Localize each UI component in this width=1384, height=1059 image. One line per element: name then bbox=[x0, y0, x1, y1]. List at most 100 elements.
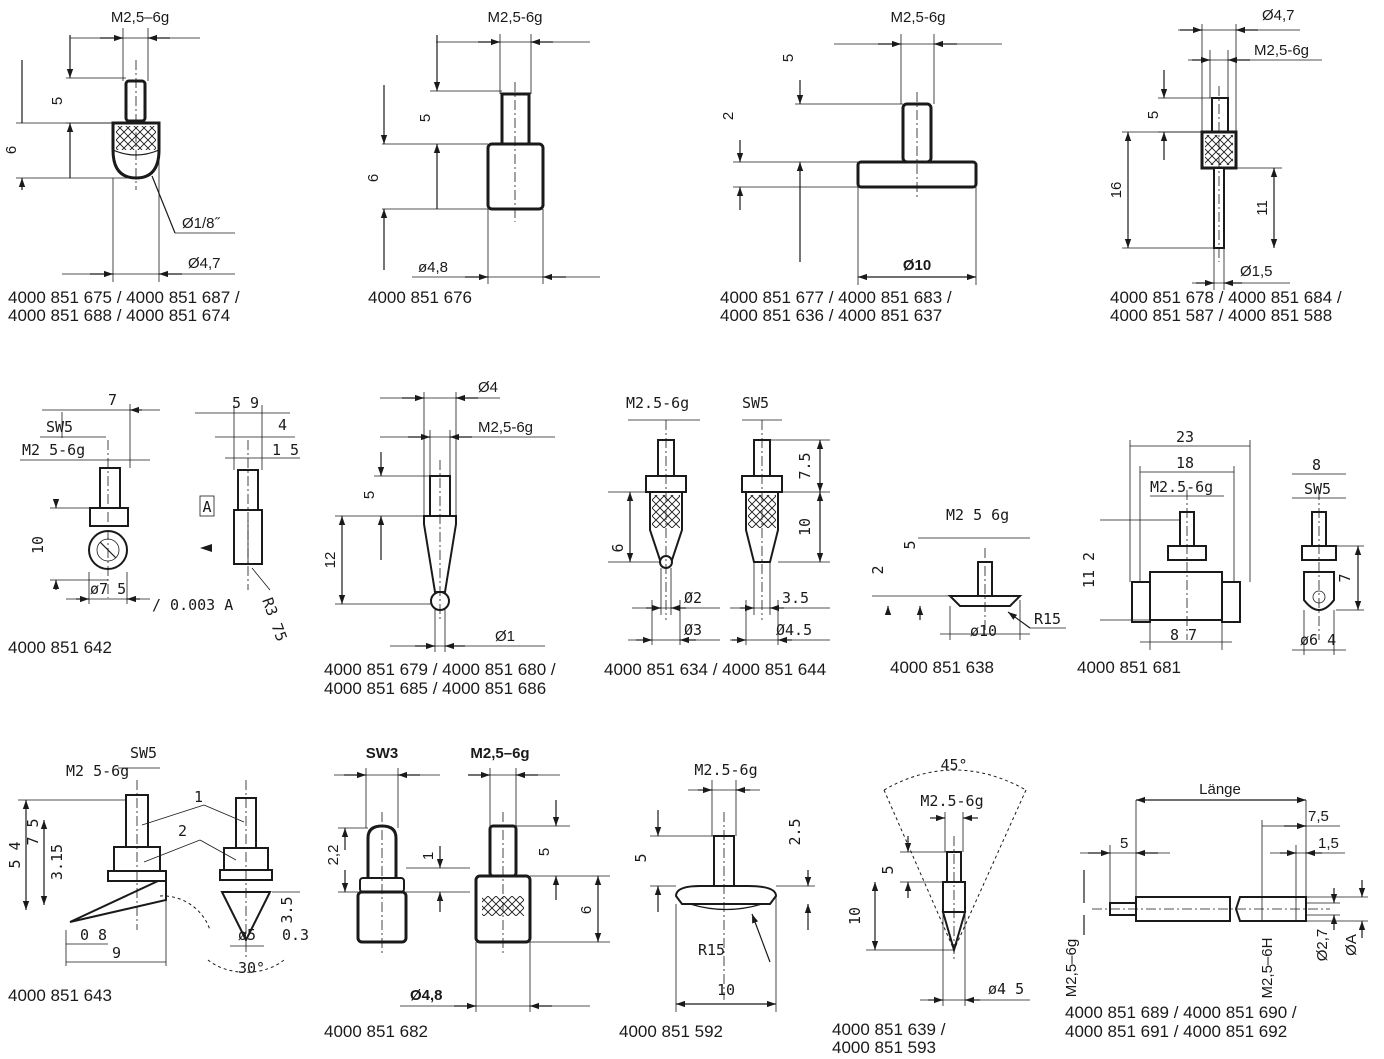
article-number-caption: 4000 851 675 / 4000 851 687 / bbox=[8, 288, 240, 307]
dim-label: M2 5-6g bbox=[22, 441, 85, 459]
dim-label: 2,2 bbox=[325, 845, 342, 866]
dim-label: A bbox=[202, 498, 211, 516]
article-number-caption: 4000 851 639 / bbox=[832, 1020, 946, 1039]
dim-label: 18 bbox=[1176, 454, 1194, 472]
dim-label: 11 2 bbox=[1080, 552, 1098, 588]
dim-label: 11 bbox=[1254, 200, 1271, 216]
dim-label: M2 5-6g bbox=[66, 762, 129, 780]
dim-label: 5 bbox=[361, 491, 378, 499]
dim-label: M2,5–6g bbox=[1063, 939, 1080, 997]
article-number-caption: 4000 851 636 / 4000 851 637 bbox=[720, 306, 942, 325]
dim-label: M2,5-6g bbox=[1254, 42, 1309, 59]
dim-label: Ø3 bbox=[684, 621, 702, 639]
probe-drawing-13: 45° M2.5-6g 5 10 ø4 5 4000 851 639 / 400… bbox=[832, 756, 1030, 1057]
dim-label: 4 bbox=[278, 416, 287, 434]
dim-label: SW5 bbox=[1304, 480, 1331, 498]
dim-label: 7 bbox=[108, 391, 117, 409]
dim-label: 3.5 bbox=[782, 589, 809, 607]
dim-label: 0 8 bbox=[80, 926, 107, 944]
dim-label: ø4 5 bbox=[988, 980, 1024, 998]
dim-label: 5 bbox=[49, 97, 66, 105]
dim-label: 7,5 bbox=[1308, 808, 1329, 825]
dim-label: Ø1 bbox=[495, 628, 515, 645]
dim-label: R15 bbox=[698, 941, 725, 959]
article-number-caption: 4000 851 593 bbox=[832, 1038, 936, 1057]
dim-label: 6 bbox=[609, 543, 627, 552]
dim-label: 5 bbox=[901, 540, 919, 549]
dim-label: 12 bbox=[322, 552, 339, 569]
dim-label: 5 bbox=[632, 853, 650, 862]
dim-label: Ø4.5 bbox=[776, 621, 812, 639]
dim-label: SW5 bbox=[742, 394, 769, 412]
dim-label: M2.5-6g bbox=[626, 394, 689, 412]
dim-label: M2,5–6g bbox=[111, 9, 169, 26]
dim-label: ø10 bbox=[970, 622, 997, 640]
article-number-caption: 4000 851 638 bbox=[890, 658, 994, 677]
dim-label: M2 5 6g bbox=[946, 506, 1009, 524]
dim-label: 8 bbox=[1312, 456, 1321, 474]
dim-label: 8 7 bbox=[1170, 626, 1197, 644]
article-number-caption: 4000 851 677 / 4000 851 683 / bbox=[720, 288, 952, 307]
article-number-caption: 4000 851 676 bbox=[368, 288, 472, 307]
dim-label: 6 bbox=[3, 146, 20, 154]
article-number-caption: 4000 851 685 / 4000 851 686 bbox=[324, 679, 546, 698]
dim-label: Ø1/8˝ bbox=[182, 215, 221, 232]
dim-label: 23 bbox=[1176, 428, 1194, 446]
dim-label: 2 bbox=[869, 565, 887, 574]
dim-label: 5 bbox=[879, 865, 897, 874]
probe-drawing-6: Ø4 M2,5-6g 5 12 Ø1 4000 851 679 / 4000 8… bbox=[322, 379, 556, 698]
dim-label: 5 bbox=[536, 848, 553, 856]
dim-label: 1 bbox=[194, 788, 203, 806]
probe-drawing-11: SW3 2,2 1 M2,5–6g 5 6 Ø4,8 bbox=[324, 745, 610, 1041]
dim-label: ø6 4 bbox=[1300, 631, 1336, 649]
dim-label: 2 bbox=[178, 822, 187, 840]
dim-label: Länge bbox=[1199, 781, 1241, 798]
dim-label: ø4,8 bbox=[418, 259, 448, 276]
dim-label: Ø1,5 bbox=[1240, 263, 1273, 280]
dim-label: 7 bbox=[1336, 573, 1354, 582]
probe-drawing-12: M2.5-6g 5 2.5 R15 10 4000 851 592 bbox=[619, 761, 815, 1041]
dim-label: Ø2,7 bbox=[1314, 929, 1331, 962]
dim-label: 10 bbox=[717, 981, 735, 999]
dim-label: SW5 bbox=[130, 744, 157, 762]
dim-label: M2.5-6g bbox=[920, 792, 983, 810]
dim-label: Ø4 bbox=[478, 379, 498, 396]
dim-label: M2,5-6g bbox=[890, 9, 945, 26]
probe-drawing-2: M2,5-6g 5 6 ø4,8 4000 851 676 bbox=[365, 9, 600, 307]
dim-label: ØA bbox=[1343, 934, 1360, 956]
article-number-caption: 4000 851 634 / 4000 851 644 bbox=[604, 660, 826, 679]
dim-label: 9 bbox=[112, 944, 121, 962]
probe-drawing-3: M2,5-6g 5 2 Ø10 4000 851 677 / 4000 851 … bbox=[720, 9, 1002, 325]
probe-drawing-8: M2 5 6g 2 5 ø10 R15 4000 851 638 bbox=[869, 506, 1066, 677]
dim-label: 5 9 bbox=[232, 394, 259, 412]
dim-label: Ø4,7 bbox=[188, 255, 221, 272]
dim-label: M2,5-6g bbox=[478, 419, 533, 436]
dim-label: Ø2 bbox=[684, 589, 702, 607]
dim-label: R3 75 bbox=[258, 595, 290, 644]
article-number-caption: 4000 851 587 / 4000 851 588 bbox=[1110, 306, 1332, 325]
article-number-caption: 4000 851 678 / 4000 851 684 / bbox=[1110, 288, 1342, 307]
dim-label: 3.15 bbox=[48, 844, 66, 880]
dim-label: 5 bbox=[1120, 835, 1128, 852]
dim-label: 0.3 bbox=[282, 926, 309, 944]
probe-drawing-9: 23 18 M2.5-6g 11 2 8 7 8 SW5 7 ø6 4 4000… bbox=[1077, 428, 1364, 677]
dim-label: Ø10 bbox=[903, 257, 931, 274]
dim-label: 1 5 bbox=[272, 441, 299, 459]
dim-label: 7 5 bbox=[24, 818, 42, 845]
probe-drawing-14: Länge 7,5 1,5 5 M2,5–6g M2,5–6H Ø2,7 ØA … bbox=[1063, 781, 1368, 1041]
dim-label: M2.5-6g bbox=[1150, 478, 1213, 496]
dim-label: 10 bbox=[29, 536, 47, 554]
article-number-caption: 4000 851 688 / 4000 851 674 bbox=[8, 306, 230, 325]
dim-label: 1,5 bbox=[1318, 835, 1339, 852]
dim-label: 2 bbox=[720, 112, 737, 120]
dim-label: M2,5–6H bbox=[1259, 938, 1276, 999]
dim-label: M2,5–6g bbox=[470, 745, 529, 762]
dim-label: 3.5 bbox=[278, 896, 296, 923]
article-number-caption: 4000 851 679 / 4000 851 680 / bbox=[324, 660, 556, 679]
probe-drawing-10: M2 5-6g SW5 1 2 5 4 7 5 3.15 0 8 9 ø5 30… bbox=[6, 744, 309, 1005]
dim-label: 5 bbox=[1145, 111, 1162, 119]
dim-label: 16 bbox=[1108, 182, 1125, 199]
dim-label: 5 4 bbox=[6, 841, 24, 868]
dim-label: 30° bbox=[238, 959, 265, 977]
